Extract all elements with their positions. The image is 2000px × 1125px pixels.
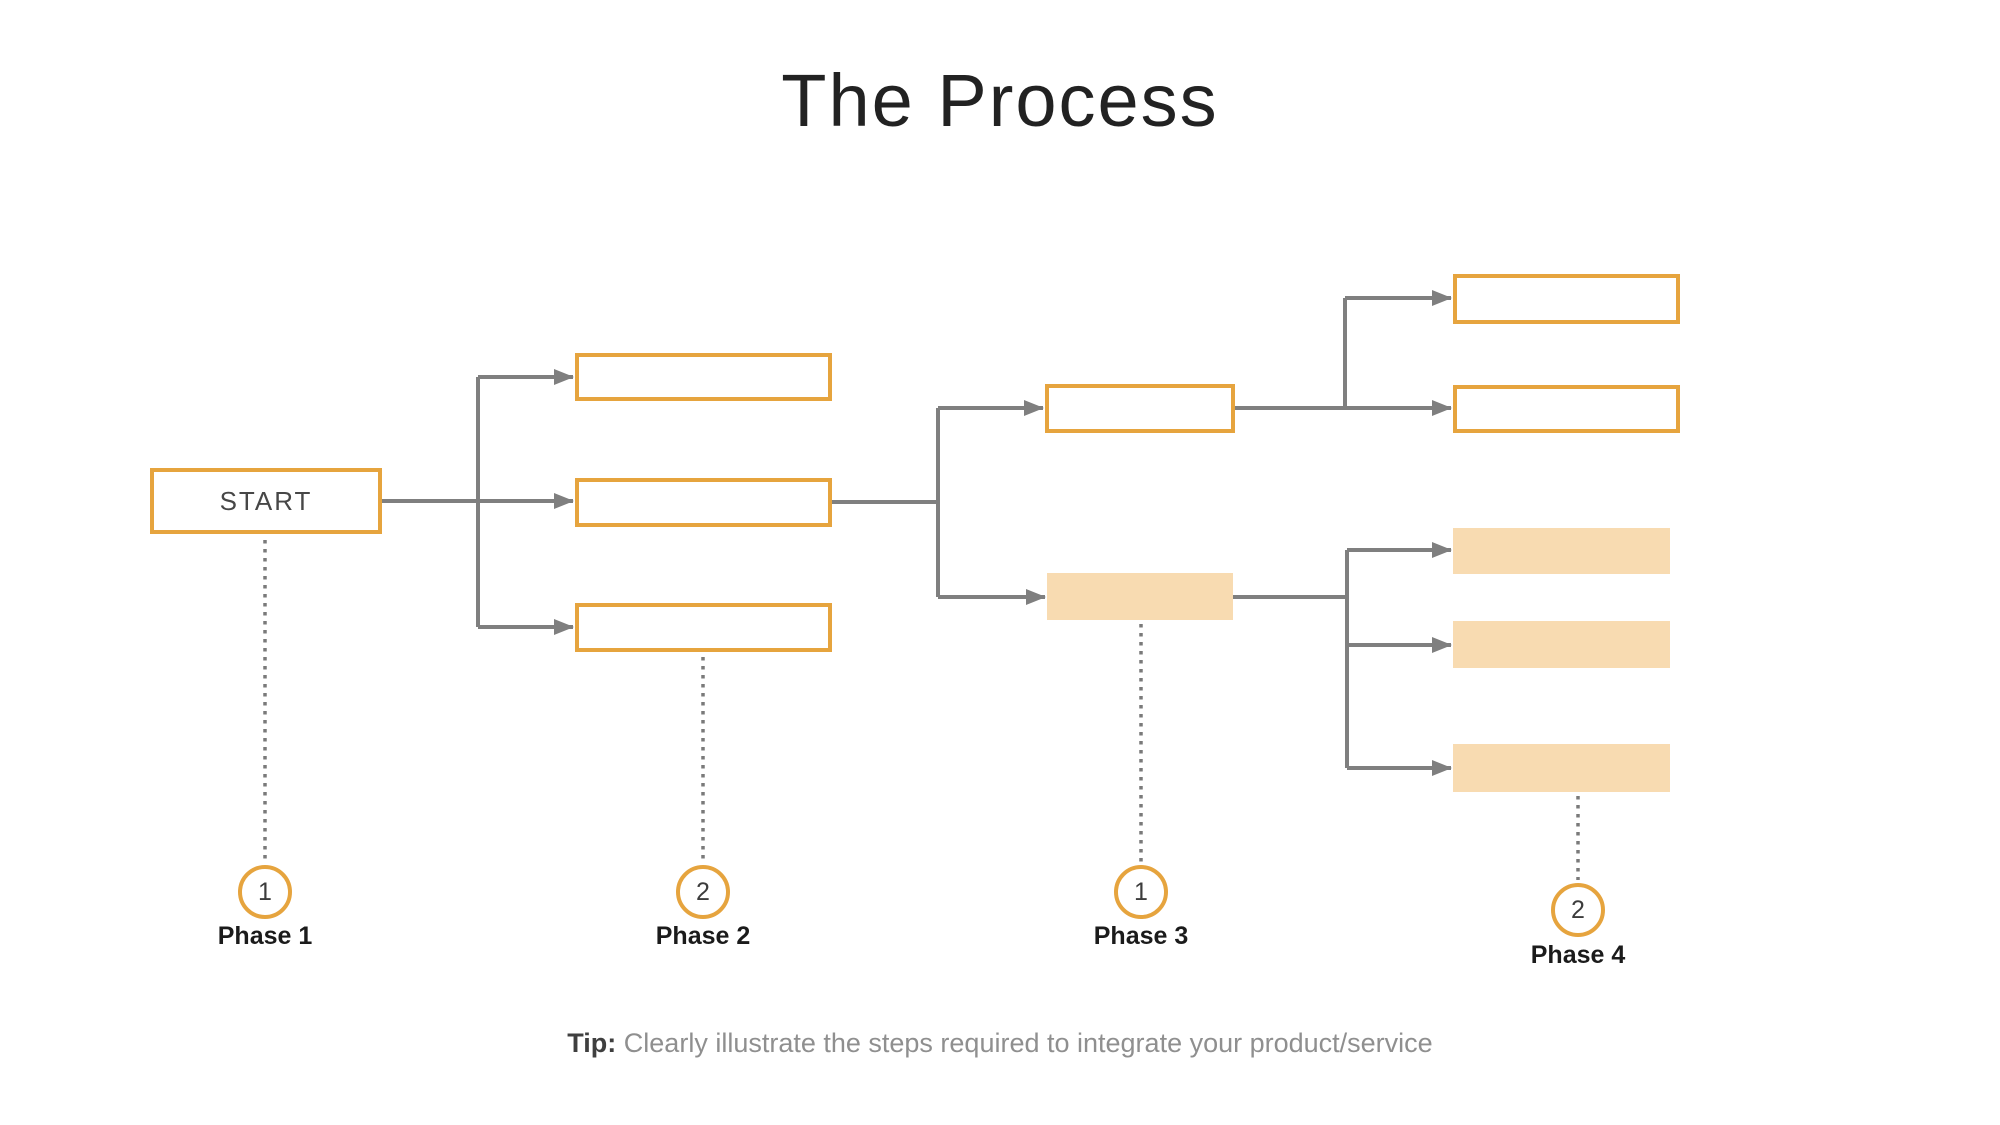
phase3-label: Phase 3 [1093,922,1189,950]
phase3-box-outlined [1045,384,1235,433]
phase4-box-filled-2 [1453,621,1670,668]
phase3-box-filled [1047,573,1233,620]
tip-text: Tip: Clearly illustrate the steps requir… [0,1028,2000,1059]
phase4-number: 2 [1571,895,1585,924]
phase3-number-circle: 1 [1114,865,1168,919]
start-label: START [219,485,313,516]
phase4-box-outlined-1 [1453,274,1680,324]
tip-body: Clearly illustrate the steps required to… [616,1028,1433,1058]
tip-label: Tip: [567,1028,617,1058]
phase3-number: 1 [1134,877,1148,906]
phase1-number-circle: 1 [238,865,292,919]
phase2-number: 2 [696,877,710,906]
phase2-box-2 [575,478,832,527]
phase1-label: Phase 1 [217,922,313,950]
phase2-label: Phase 2 [655,922,751,950]
start-box: START [150,468,382,534]
phase2-box-1 [575,353,832,401]
phase4-box-outlined-2 [1453,385,1680,433]
phase2-box-3 [575,603,832,652]
page-title: The Process [781,59,1219,142]
phase4-box-filled-1 [1453,528,1670,574]
phase1-number: 1 [258,877,272,906]
phase2-number-circle: 2 [676,865,730,919]
phase4-box-filled-3 [1453,744,1670,792]
phase4-label: Phase 4 [1530,941,1626,969]
phase4-number-circle: 2 [1551,883,1605,937]
